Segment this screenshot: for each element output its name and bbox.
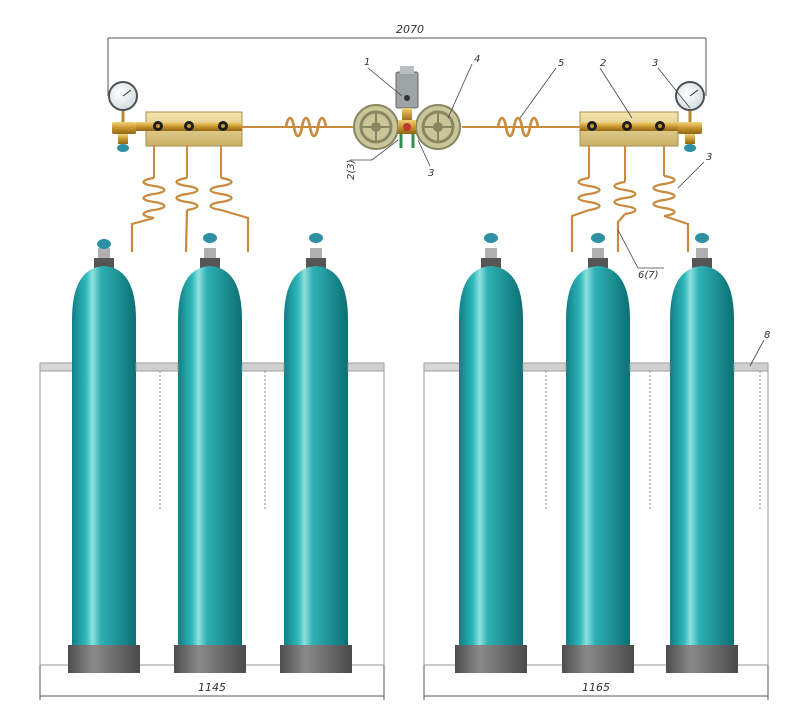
callout-label: 5 bbox=[558, 58, 564, 69]
right-shutoff-valve-icon bbox=[684, 144, 696, 152]
callout-label: 3 bbox=[706, 152, 712, 163]
callout-label: 3 bbox=[428, 168, 434, 179]
right-handwheel-icon bbox=[415, 104, 461, 150]
callout-label: 4 bbox=[474, 54, 480, 65]
right-manifold bbox=[579, 81, 705, 182]
left-pigtail-coils bbox=[130, 176, 250, 253]
left-group-dimension-label: 1145 bbox=[198, 681, 226, 694]
cylinder-valve-icon bbox=[97, 239, 111, 249]
cylinder-2 bbox=[174, 233, 246, 673]
left-handwheel-icon bbox=[353, 104, 399, 150]
cylinder-valve-icon bbox=[484, 233, 498, 243]
right-group-dimension-label: 1165 bbox=[582, 681, 610, 694]
cylinder-valve-icon bbox=[695, 233, 709, 243]
cylinder-4 bbox=[455, 233, 527, 673]
main-header-pipe bbox=[242, 116, 580, 138]
callout-label: 6(7) bbox=[638, 270, 659, 281]
right-flex-coil bbox=[496, 116, 540, 138]
overall-dimension-label: 2070 bbox=[396, 23, 424, 36]
central-regulator bbox=[353, 66, 461, 150]
cylinder-5 bbox=[562, 233, 634, 673]
cylinder-1 bbox=[68, 239, 140, 673]
cylinder-valve-icon bbox=[309, 233, 323, 243]
callout-label: 2 bbox=[600, 58, 606, 69]
left-shutoff-valve-icon bbox=[117, 144, 129, 152]
overall-dimension: 2070 bbox=[107, 23, 707, 96]
cylinder-6 bbox=[666, 233, 738, 673]
left-flex-coil bbox=[284, 116, 328, 138]
cylinder-3 bbox=[280, 233, 352, 673]
left-group-dimension: 1145 bbox=[39, 665, 385, 700]
callout-label: 3 bbox=[652, 58, 658, 69]
callout-label: 8 bbox=[764, 330, 770, 341]
cylinder-valve-icon bbox=[591, 233, 605, 243]
cylinder-valve-icon bbox=[203, 233, 217, 243]
right-pigtail-coils bbox=[570, 174, 690, 252]
left-manifold bbox=[108, 81, 243, 178]
cylinder-brackets bbox=[135, 362, 769, 372]
right-group-dimension: 1165 bbox=[423, 665, 769, 700]
callout-label: 1 bbox=[364, 57, 370, 68]
callout-label: 2(3) bbox=[346, 159, 357, 180]
callouts bbox=[350, 63, 765, 367]
